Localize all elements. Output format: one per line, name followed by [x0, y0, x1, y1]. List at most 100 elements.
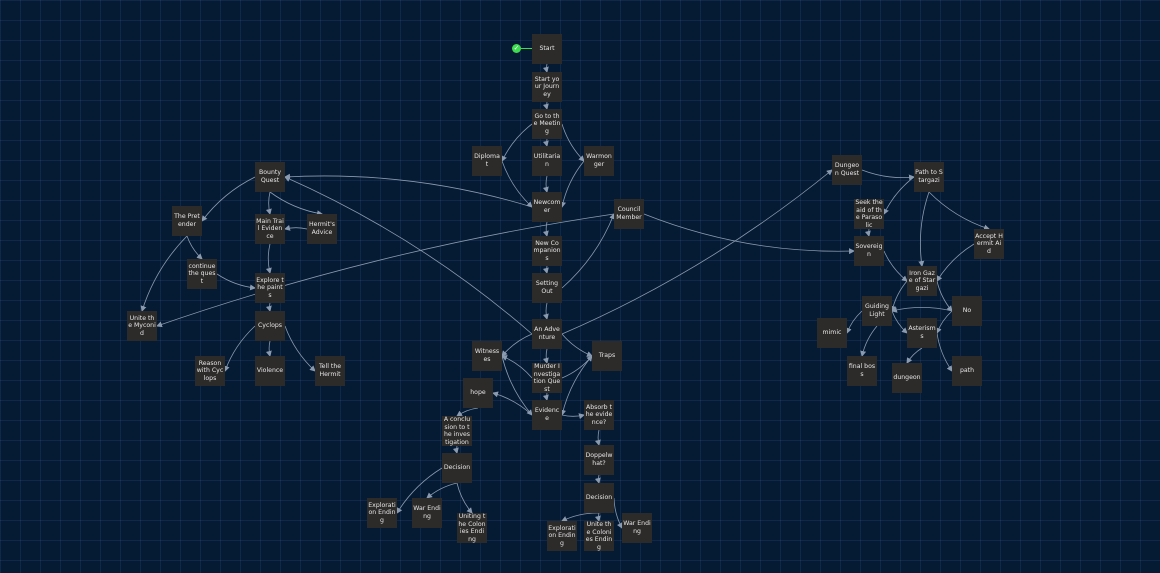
node-label: final boss: [848, 363, 876, 378]
node-start[interactable]: Start: [532, 34, 562, 64]
node-explore[interactable]: Explore the paints: [255, 273, 285, 303]
node-label: War Ending: [623, 520, 651, 535]
node-label: The Pretender: [174, 213, 200, 228]
edge-path_starg-to-accept: [928, 191, 990, 231]
node-reason[interactable]: Reason with Cyclops: [195, 356, 225, 386]
edge-utilitarian-to-newcomer: [542, 175, 549, 193]
node-hermit-adv[interactable]: Hermit's Advice: [307, 214, 337, 244]
edge-continue-to-explore: [216, 273, 256, 291]
node-traps[interactable]: Traps: [592, 341, 622, 371]
node-label: Iron Gaze of Stargazi: [908, 269, 936, 292]
node-witnesses[interactable]: Witnesses: [472, 341, 502, 371]
node-label: Decision: [585, 494, 613, 502]
edge-cyclops-to-violence: [265, 340, 272, 357]
edge-bounty-to-hermit_adv: [269, 191, 323, 217]
edge-setting_out-to-council: [561, 213, 615, 289]
node-unite-myc[interactable]: Unite the Myconid: [127, 311, 157, 341]
edge-decision_r-to-expl_r: [561, 512, 600, 522]
node-label: continue the quest: [188, 262, 216, 285]
edge-decision_r-to-war_r: [613, 497, 623, 529]
node-tell-hermit[interactable]: Tell the Hermit: [315, 356, 345, 386]
node-unite-l[interactable]: Uniting the Colonies Ending: [457, 513, 487, 543]
edge-guiding-to-asterism: [891, 310, 908, 334]
node-utilitarian[interactable]: Utilitarian: [532, 146, 562, 176]
check-circle-icon[interactable]: ✓: [512, 44, 521, 53]
node-continue[interactable]: continue the quest: [187, 259, 217, 289]
node-council[interactable]: Council Member: [614, 199, 644, 229]
node-absorb[interactable]: Absorb the evidence?: [584, 400, 614, 430]
edge-diplomat-to-newcomer: [501, 160, 533, 208]
node-dungeon-q[interactable]: Dungeon Quest: [832, 155, 862, 185]
node-doppel[interactable]: Doppelwhat?: [584, 445, 614, 475]
edge-evidence-to-hope: [492, 391, 533, 416]
node-seek[interactable]: Seek the aid of the Parasolic: [854, 199, 884, 229]
edge-guiding-to-final_boss: [860, 325, 878, 357]
edge-evidence-to-absorb: [561, 413, 585, 420]
node-expl-r[interactable]: Exploration Ending: [547, 521, 577, 551]
node-label: Reason with Cyclops: [196, 359, 224, 382]
node-guiding[interactable]: Guiding Light: [862, 296, 892, 326]
node-new-comp[interactable]: New Companions: [532, 236, 562, 266]
node-label: Unite the Myconid: [128, 314, 156, 337]
node-label: Accept Hermit Aid: [975, 232, 1003, 255]
node-pretender[interactable]: The Pretender: [172, 206, 202, 236]
node-asterism[interactable]: Asterisms: [907, 318, 937, 348]
node-hope[interactable]: hope: [463, 378, 493, 408]
edge-murder-to-traps: [561, 355, 593, 379]
node-mimic[interactable]: mimic: [817, 318, 847, 348]
node-diplomat[interactable]: Diplomat: [472, 146, 502, 176]
node-label: New Companions: [533, 239, 561, 262]
node-label: dungeon: [893, 374, 921, 382]
node-final-boss[interactable]: final boss: [847, 356, 877, 386]
node-label: Explore the paints: [256, 276, 284, 299]
edge-adventure-to-murder: [542, 348, 549, 364]
node-label: Go to the Meeting: [533, 112, 561, 135]
node-warmonger[interactable]: Warmonger: [584, 146, 614, 176]
edge-murder-to-witnesses: [501, 355, 533, 379]
node-violence[interactable]: Violence: [255, 356, 285, 386]
edge-decision_l-to-war_l: [426, 482, 458, 499]
node-sovereign[interactable]: Sovereign: [854, 236, 884, 266]
node-go-meeting[interactable]: Go to the Meeting: [532, 109, 562, 139]
edge-main_trail-to-explore: [265, 243, 272, 274]
node-unite-r[interactable]: Unite the Colonies Ending: [584, 521, 614, 551]
node-label: Hermit's Advice: [309, 221, 335, 236]
node-label: Setting Out: [535, 280, 559, 295]
node-accept[interactable]: Accept Hermit Aid: [974, 229, 1004, 259]
node-dungeon[interactable]: dungeon: [892, 363, 922, 393]
node-murder[interactable]: Murder Investigation Quest: [532, 363, 562, 393]
node-label: Bounty Quest: [259, 169, 281, 184]
edge-traps-to-evidence: [560, 355, 593, 416]
node-label: No: [962, 307, 972, 315]
node-no[interactable]: No: [952, 296, 982, 326]
node-bounty[interactable]: Bounty Quest: [255, 162, 285, 192]
node-path[interactable]: path: [952, 356, 982, 386]
node-iron-gaze[interactable]: Iron Gaze of Stargazi: [907, 266, 937, 296]
node-war-r[interactable]: War Ending: [622, 513, 652, 543]
node-setting-out[interactable]: Setting Out: [532, 273, 562, 303]
node-newcomer[interactable]: Newcomer: [532, 192, 562, 222]
node-expl-l[interactable]: Exploration Ending: [367, 498, 397, 528]
edge-cyclops-to-tell_hermit: [284, 325, 316, 372]
node-start-journey[interactable]: Start your Journey: [532, 72, 562, 102]
node-label: Seek the aid of the Parasolic: [855, 199, 883, 229]
node-label: hope: [470, 389, 486, 397]
edge-bounty-to-pretender: [201, 176, 256, 222]
node-main-trail[interactable]: Main Trail Evidence: [255, 214, 285, 244]
node-cyclops[interactable]: Cyclops: [255, 311, 285, 341]
node-conclusion[interactable]: A conclusion to the investigation: [442, 416, 472, 446]
node-label: path: [959, 367, 975, 375]
node-path-starg[interactable]: Path to Stargazi: [914, 162, 944, 192]
edge-witnesses-to-evidence: [501, 355, 533, 416]
node-adventure[interactable]: An Adventure: [532, 319, 562, 349]
node-decision-l[interactable]: Decision: [442, 453, 472, 483]
node-label: An Adventure: [534, 326, 560, 341]
node-label: Utilitarian: [533, 153, 561, 168]
node-label: Evidence: [534, 407, 560, 422]
node-label: Absorb the evidence?: [585, 403, 613, 426]
node-evidence[interactable]: Evidence: [532, 400, 562, 430]
node-war-l[interactable]: War Ending: [412, 498, 442, 528]
node-decision-r[interactable]: Decision: [584, 483, 614, 513]
node-label: Decision: [443, 464, 471, 472]
